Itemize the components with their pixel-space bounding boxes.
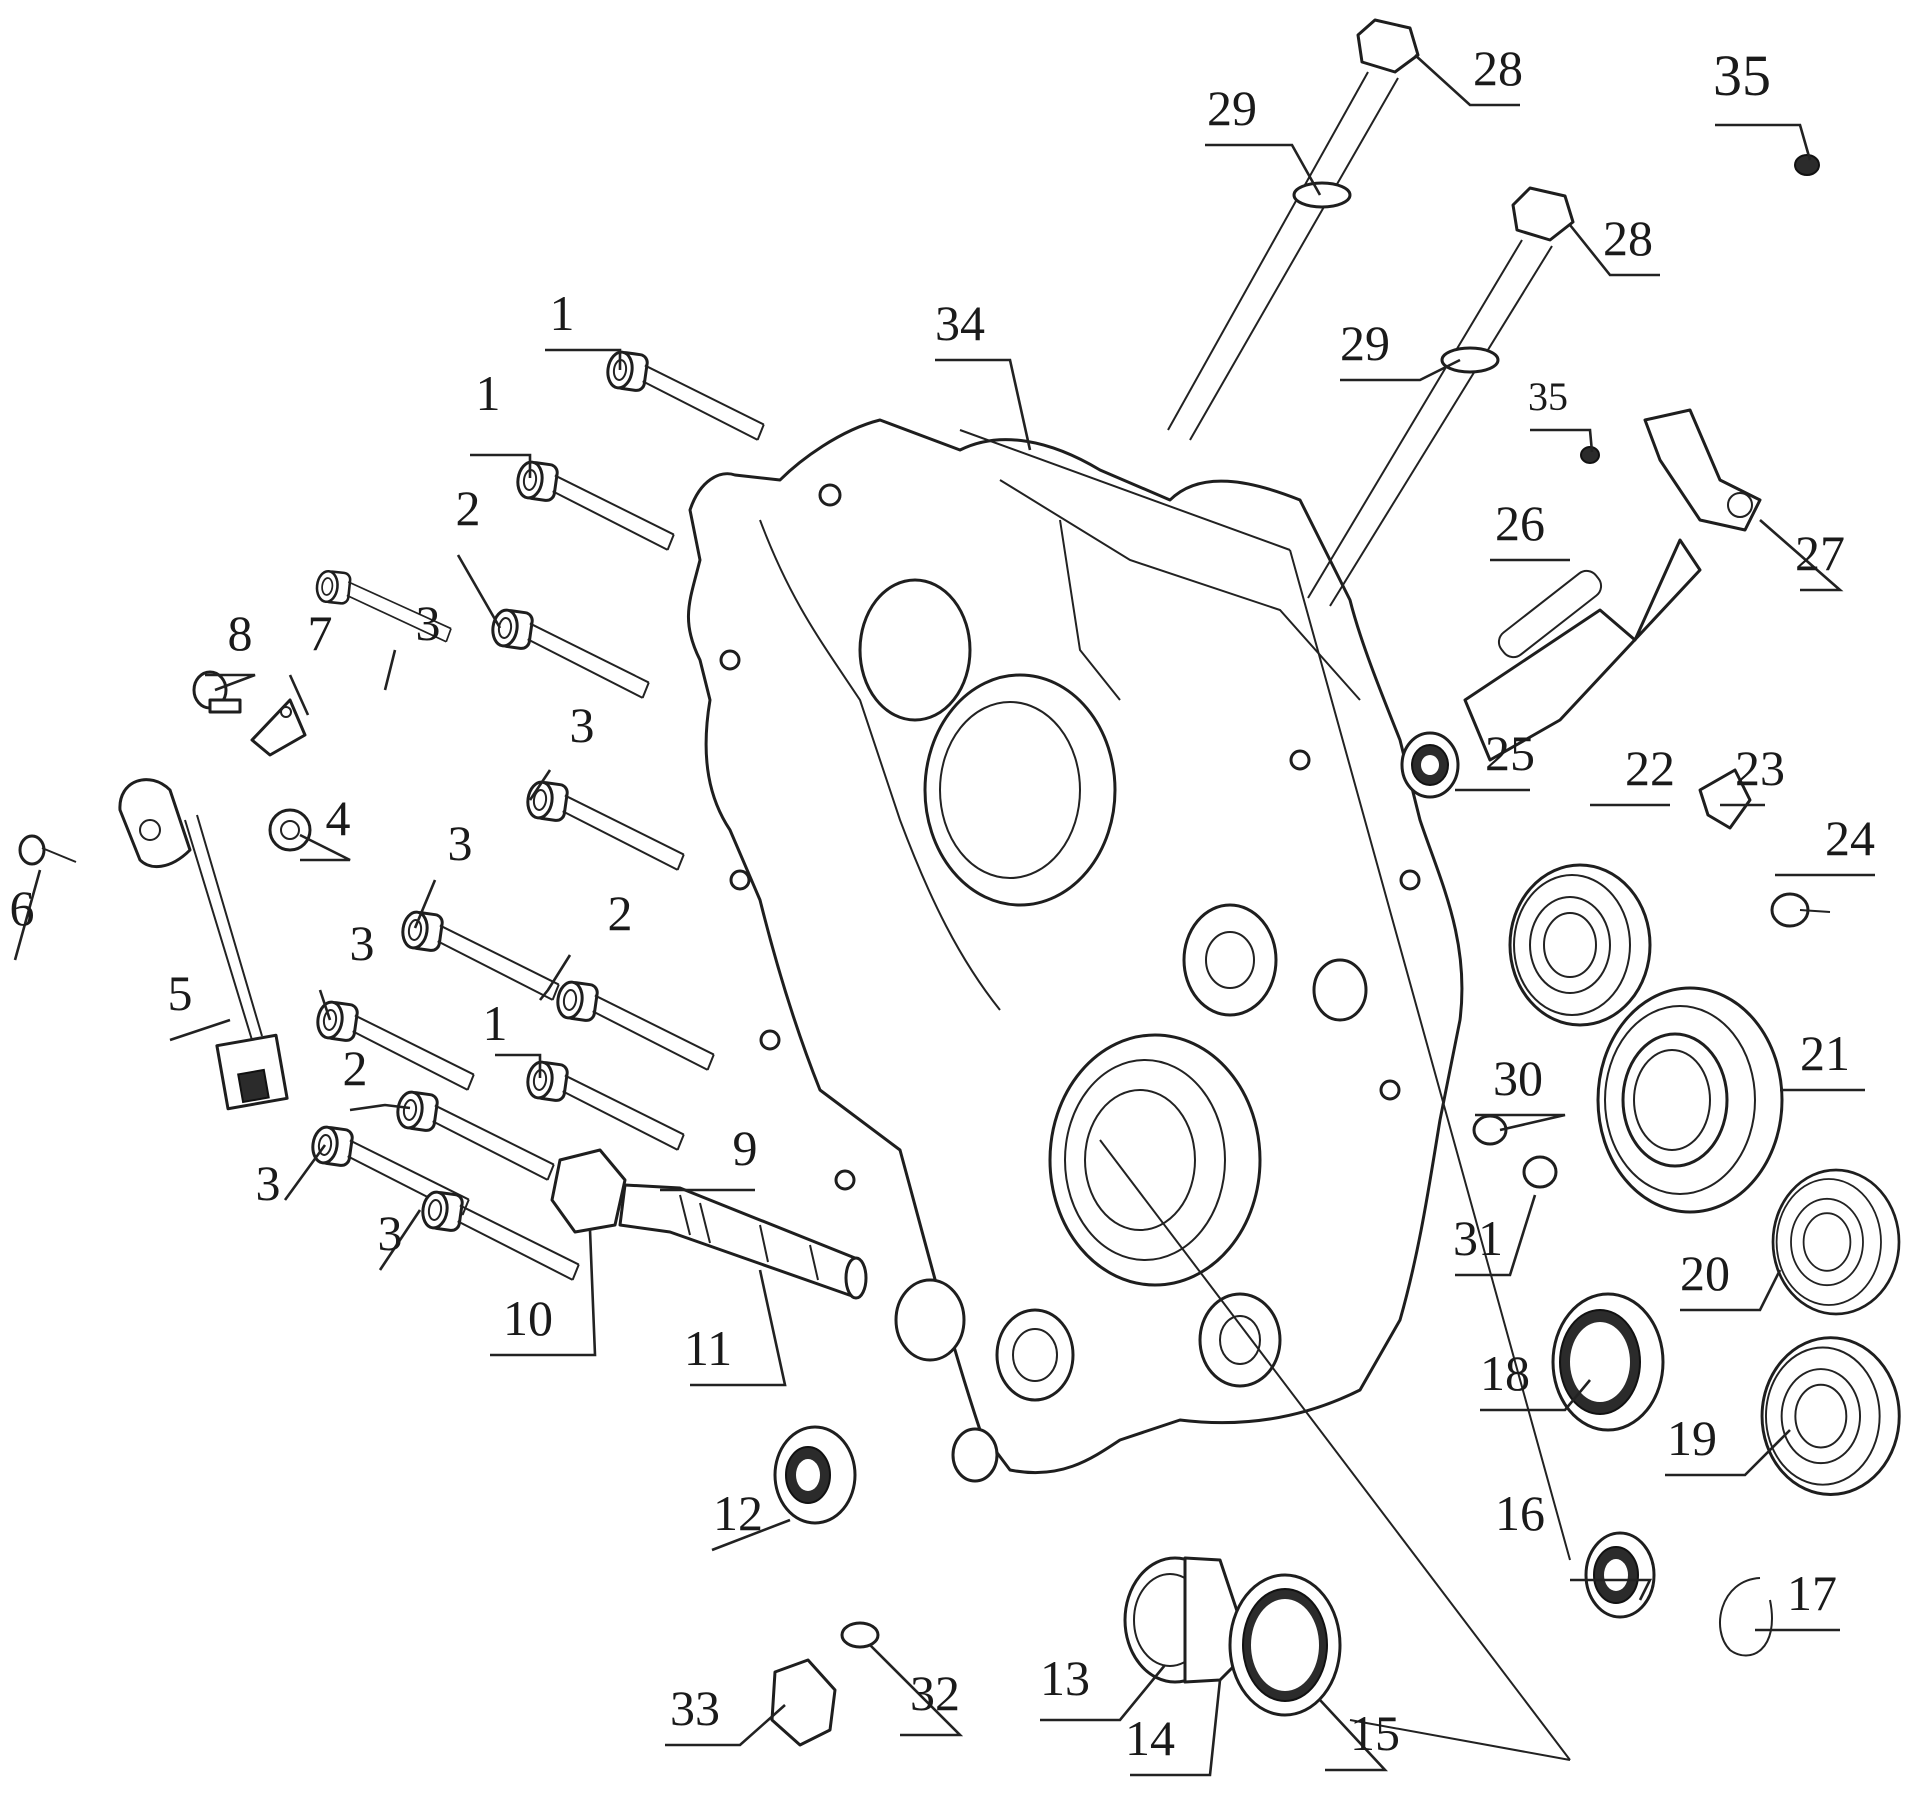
callout-30: 30 [1493,1050,1543,1106]
callout-35b: 35 [1528,374,1568,419]
callout-29a: 29 [1207,80,1257,136]
callouts: 1 1 1 2 2 2 3 3 3 3 3 3 4 5 6 7 8 9 [10,40,1875,1777]
callout-25: 25 [1485,725,1535,781]
callout-19: 19 [1667,1410,1717,1466]
callout-3b: 3 [570,697,595,753]
small-left-parts [18,670,312,1111]
assembly-guide-lines [959,429,1571,1761]
callout-3d: 3 [350,915,375,971]
callout-15: 15 [1350,1705,1400,1761]
callout-3c: 3 [448,815,473,871]
callout-2a: 2 [456,480,481,536]
callout-27: 27 [1795,525,1845,581]
callout-3f: 3 [378,1205,403,1261]
callout-32: 32 [910,1665,960,1721]
callout-23: 23 [1735,740,1785,796]
callout-28a: 28 [1473,40,1523,96]
callout-8: 8 [228,605,253,661]
right-side-parts [1400,154,1901,1657]
callout-1c: 1 [483,995,508,1051]
callout-11: 11 [684,1320,732,1376]
callout-14: 14 [1125,1710,1175,1766]
callout-24: 24 [1825,810,1875,866]
callout-1b: 1 [476,365,501,421]
callout-9: 9 [733,1120,758,1176]
callout-28b: 28 [1603,210,1653,266]
callout-2b: 2 [608,885,633,941]
long-stud-28-upper [1167,18,1420,441]
callout-2c: 2 [343,1040,368,1096]
callout-1a: 1 [550,285,575,341]
callout-5: 5 [168,965,193,1021]
callout-3e: 3 [256,1155,281,1211]
callout-3a: 3 [416,595,441,651]
callout-17: 17 [1787,1565,1837,1621]
long-stud-28-lower [1307,186,1575,607]
callout-18: 18 [1480,1345,1530,1401]
bottom-parts [770,1425,1342,1747]
callout-31: 31 [1453,1210,1503,1266]
callout-6: 6 [10,880,35,936]
shaft-assembly [550,1148,868,1300]
callout-12: 12 [713,1485,763,1541]
callout-34: 34 [935,295,985,351]
callout-13: 13 [1040,1650,1090,1706]
callout-29b: 29 [1340,315,1390,371]
callout-35a: 35 [1713,43,1771,108]
callout-22: 22 [1625,740,1675,796]
crankcase-half [687,418,1464,1483]
callout-7: 7 [308,605,333,661]
callout-20: 20 [1680,1245,1730,1301]
callout-16: 16 [1495,1485,1545,1541]
callout-10: 10 [503,1290,553,1346]
callout-26: 26 [1495,495,1545,551]
callout-33: 33 [670,1680,720,1736]
callout-21: 21 [1800,1025,1850,1081]
callout-4: 4 [326,790,351,846]
